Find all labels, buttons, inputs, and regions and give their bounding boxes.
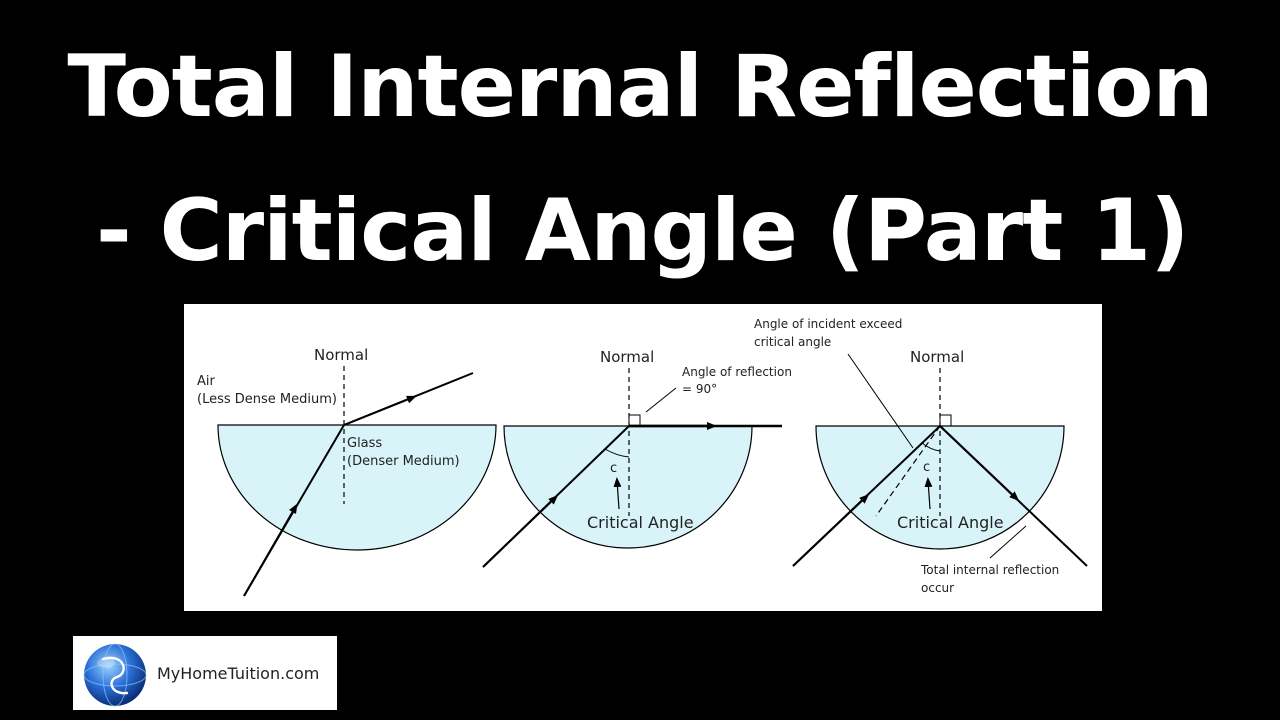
reflection-note-line-2: = 90° <box>682 382 717 396</box>
critical-angle-label: Critical Angle <box>897 513 1004 532</box>
critical-angle-arc <box>604 448 630 458</box>
air-label: Air <box>197 374 216 389</box>
critical-ray-dashed <box>875 425 941 517</box>
refraction-diagrams: Normal Air (Less Dense Medium) Glass (De… <box>197 317 1088 597</box>
reflected-ray-arrow <box>939 425 1020 502</box>
incident-ray-arrow <box>243 503 298 597</box>
title-line-2: - Critical Angle (Part 1) <box>96 181 1189 281</box>
logo: MyHomeTuition.com <box>73 636 337 710</box>
incident-ray-arrow <box>792 493 870 567</box>
normal-label: Normal <box>910 348 964 366</box>
critical-angle-pointer <box>613 477 622 510</box>
critical-angle-arc <box>921 442 941 452</box>
normal-label: Normal <box>314 346 368 364</box>
result-leader-line <box>989 525 1027 559</box>
air-density-label: (Less Dense Medium) <box>197 392 337 407</box>
reflection-leader-line <box>645 387 677 413</box>
critical-angle-symbol: c <box>610 461 617 476</box>
right-angle-marker <box>628 414 641 427</box>
incidence-leader-line <box>847 353 914 449</box>
title-line-1: Total Internal Reflection <box>67 37 1213 137</box>
result-note-line-1: Total internal reflection <box>920 563 1059 577</box>
reflection-note-line-1: Angle of reflection <box>682 365 792 379</box>
glass-semicircle <box>503 425 753 549</box>
incident-ray-arrow <box>482 494 559 568</box>
glass-density-label: (Denser Medium) <box>347 454 460 469</box>
glass-semicircle <box>217 424 497 551</box>
diagram-total-internal-reflection: Normal Angle of incident exceed critical… <box>754 317 1088 595</box>
incidence-note-line-2: critical angle <box>754 335 831 349</box>
globe-icon <box>83 643 147 707</box>
logo-text: MyHomeTuition.com <box>157 664 320 683</box>
result-note-line-2: occur <box>921 581 954 595</box>
diagram-refraction: Normal Air (Less Dense Medium) Glass (De… <box>197 346 497 597</box>
diagram-panel: Normal Air (Less Dense Medium) Glass (De… <box>184 304 1102 611</box>
diagram-critical-angle: Normal Angle of reflection = 90° c Criti… <box>482 348 792 568</box>
critical-angle-pointer <box>924 477 933 510</box>
critical-angle-label: Critical Angle <box>587 513 694 532</box>
glass-label: Glass <box>347 436 382 451</box>
critical-angle-symbol: c <box>923 460 930 475</box>
right-angle-marker <box>939 414 952 427</box>
incidence-note-line-1: Angle of incident exceed <box>754 317 902 331</box>
normal-label: Normal <box>600 348 654 366</box>
refracted-ray-arrow <box>343 395 417 426</box>
